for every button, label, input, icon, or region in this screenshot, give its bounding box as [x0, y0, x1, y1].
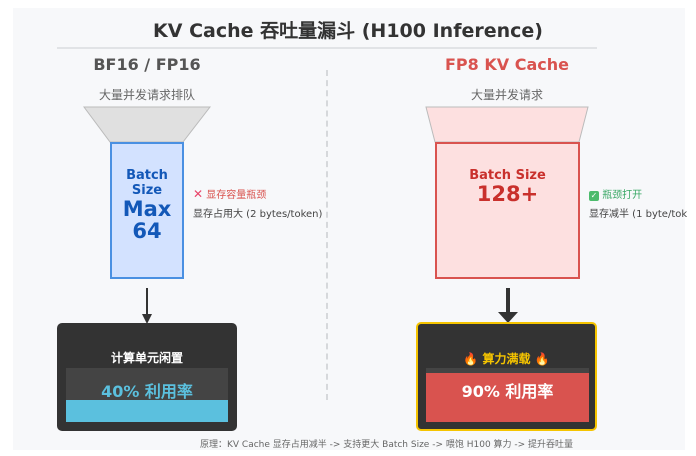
x-icon: ✕	[193, 187, 204, 201]
right-compute-title-row: 🔥 算力满载 🔥	[418, 350, 595, 367]
left-compute-box: 计算单元闲置 40% 利用率	[57, 323, 237, 431]
right-utilization-bar: 90% 利用率	[426, 368, 589, 422]
check-icon: ✓	[589, 191, 599, 201]
fire-icon: 🔥	[463, 352, 479, 366]
title-divider	[57, 47, 597, 49]
right-funnel-top	[425, 106, 589, 143]
left-utilization-fill	[66, 400, 228, 422]
left-note: 显存占用大 (2 bytes/token)	[193, 209, 323, 220]
fire-icon: 🔥	[534, 352, 550, 366]
footer-note: 原理：KV Cache 显存占用减半 -> 支持更大 Batch Size ->…	[200, 440, 574, 450]
left-status-text: 显存容量瓶颈	[206, 190, 267, 201]
right-batch-label: Batch Size	[469, 168, 546, 183]
right-arrow-head	[498, 312, 518, 323]
left-utilization-label: 40% 利用率	[101, 382, 193, 401]
right-heading: FP8 KV Cache	[445, 55, 569, 74]
left-status: ✕ 显存容量瓶颈	[193, 186, 266, 201]
left-batch-box: Batch Size Max 64	[110, 142, 184, 279]
left-batch-label: Batch Size	[126, 168, 168, 198]
right-compute-box: 🔥 算力满载 🔥 90% 利用率	[416, 322, 597, 431]
right-compute-title: 算力满载	[482, 352, 531, 366]
right-utilization-fill	[426, 373, 589, 422]
right-batch-value: 128+	[476, 182, 539, 206]
left-arrow-head	[142, 314, 152, 324]
left-funnel-top	[83, 106, 212, 143]
right-status-text: 瓶颈打开	[602, 190, 643, 201]
column-divider	[326, 70, 328, 400]
right-subtitle: 大量并发请求	[470, 88, 543, 102]
left-batch-value: Max 64	[122, 197, 172, 243]
right-status: ✓ 瓶颈打开	[589, 186, 642, 201]
right-batch-box: Batch Size 128+	[435, 142, 580, 279]
left-utilization-bar: 40% 利用率	[66, 368, 228, 422]
right-utilization-label: 90% 利用率	[461, 382, 554, 401]
left-compute-title: 计算单元闲置	[110, 351, 183, 365]
right-note: 显存减半 (1 byte/tok	[589, 209, 688, 220]
left-heading: BF16 / FP16	[93, 55, 201, 74]
diagram-title: KV Cache 吞吐量漏斗 (H100 Inference)	[153, 20, 543, 42]
left-subtitle: 大量并发请求排队	[98, 88, 195, 102]
